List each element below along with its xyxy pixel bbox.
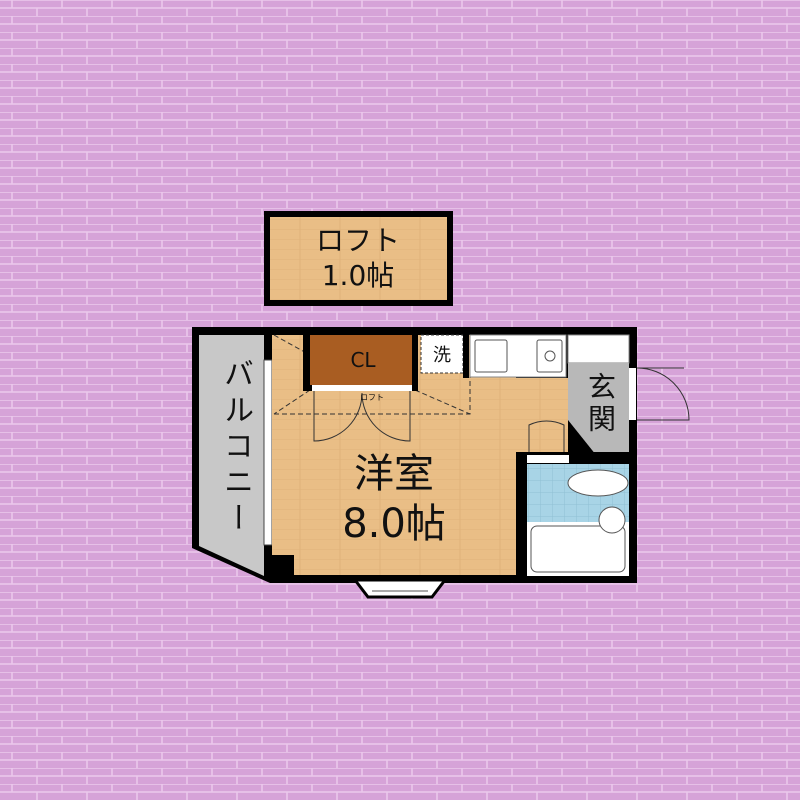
front-door-opening[interactable] <box>629 368 636 420</box>
bathtub <box>530 525 626 573</box>
bath-door[interactable] <box>528 420 565 452</box>
stove <box>474 339 508 373</box>
washer-label: 洗 <box>433 345 451 366</box>
wash-basin <box>598 506 626 534</box>
loft-name: ロフト <box>316 224 400 257</box>
loft-ladder-label: ロフト <box>360 393 384 402</box>
washer-space: 洗 <box>420 334 464 374</box>
balcony-label: バルコニー <box>218 358 253 538</box>
closet[interactable]: CL ロフト <box>303 333 418 442</box>
toilet <box>567 469 629 497</box>
bath-door-opening[interactable] <box>527 455 569 463</box>
loft-size: 1.0帖 <box>322 259 395 292</box>
sink <box>536 339 563 373</box>
balcony-window[interactable] <box>263 359 273 546</box>
entrance-label: 玄関 <box>584 372 617 436</box>
loft: ロフト 1.0帖 <box>264 211 453 306</box>
room-size: 8.0帖 <box>342 501 446 547</box>
balcony <box>199 335 273 576</box>
loft-outline <box>273 334 471 415</box>
entrance <box>567 334 690 455</box>
bathroom <box>517 420 637 583</box>
room-name: 洋室 <box>354 451 434 497</box>
bay-window[interactable] <box>351 578 449 599</box>
front-door[interactable] <box>636 367 690 421</box>
partition-wall <box>463 333 469 378</box>
closet-doors[interactable] <box>313 391 411 442</box>
kitchen-counter <box>469 334 567 378</box>
shoe-box <box>567 334 630 364</box>
closet-label: CL <box>350 348 376 372</box>
